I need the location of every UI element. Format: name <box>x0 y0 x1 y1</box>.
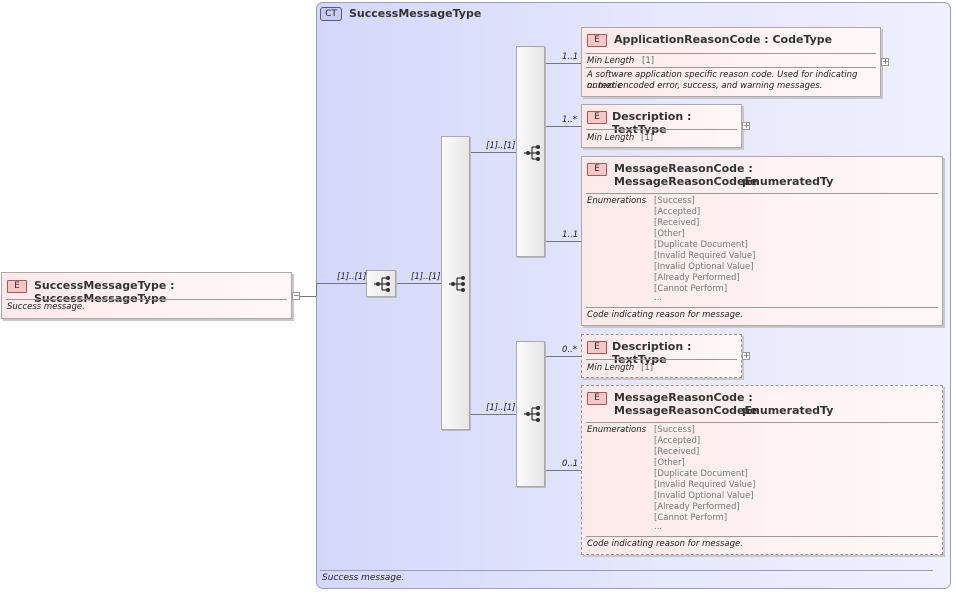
enumeration-value: [Success] <box>654 425 695 435</box>
root-element-doc: Success message. <box>7 302 85 312</box>
element-title-line2: pe <box>742 175 758 188</box>
facet-label: Min Length <box>587 56 635 66</box>
lower-sequence-compositor[interactable] <box>516 341 545 487</box>
upper-sequence-compositor[interactable] <box>516 46 545 257</box>
enumeration-value: [Invalid Required Value] <box>654 480 756 490</box>
element-badge: E <box>587 34 607 47</box>
facet-label: Enumerations <box>587 425 647 435</box>
connector-msg-reason2 <box>545 470 581 471</box>
enumeration-value: [Received] <box>654 218 700 228</box>
cardinality-msg-reason1: 1..1 <box>562 230 579 240</box>
element-doc: Code indicating reason for message. <box>587 539 743 549</box>
enumeration-value: [Duplicate Document] <box>654 469 748 479</box>
cardinality-msg-reason2: 0..1 <box>562 459 579 469</box>
element-badge: E <box>587 341 607 354</box>
complex-type-badge: CT <box>320 7 342 21</box>
connector-msg-reason1 <box>545 241 581 242</box>
cardinality-description2: 0..* <box>562 345 578 355</box>
divider <box>586 359 737 360</box>
root-element-title: SuccessMessageType : SuccessMessageType <box>34 279 175 305</box>
enumeration-value: [Success] <box>654 196 695 206</box>
connector-app-reason <box>545 63 581 64</box>
connector-upper-seq <box>470 152 516 153</box>
expand-icon[interactable]: + <box>742 121 750 130</box>
element-doc-line2: or text encoded error, success, and warn… <box>587 81 823 91</box>
facet-value: [1] <box>641 363 654 373</box>
element-application-reason-code[interactable]: E ApplicationReasonCode : CodeType Min L… <box>581 27 881 97</box>
enumeration-value: [Invalid Required Value] <box>654 251 756 261</box>
connector-root <box>292 296 316 297</box>
sequence-icon <box>374 276 390 292</box>
divider <box>586 193 938 194</box>
connector-description2 <box>545 356 581 357</box>
element-description[interactable]: E Description : TextType Min Length [1] <box>581 104 742 148</box>
connector-description1 <box>545 126 581 127</box>
element-title-line1: MessageReasonCode : MessageReasonCodeEnu… <box>614 391 834 417</box>
enumeration-value: [Accepted] <box>654 436 701 446</box>
collapse-icon[interactable]: − <box>292 291 300 300</box>
enumeration-value: [Other] <box>654 458 685 468</box>
enumeration-value: [Already Performed] <box>654 273 740 283</box>
complex-type-title: SuccessMessageType <box>349 7 482 20</box>
cardinality-outer-seq: [1]..[1] <box>411 272 441 282</box>
root-element[interactable]: E SuccessMessageType : SuccessMessageTyp… <box>1 272 292 319</box>
enumeration-more: ... <box>654 293 663 303</box>
enumeration-more: ... <box>654 522 663 532</box>
cardinality-description1: 1..* <box>562 115 578 125</box>
element-title: ApplicationReasonCode : CodeType <box>614 33 833 46</box>
enumeration-value: [Already Performed] <box>654 502 740 512</box>
outer-sequence-compositor[interactable] <box>441 136 470 430</box>
element-badge: E <box>587 111 607 124</box>
connector-lower-seq <box>470 414 516 415</box>
element-description-optional[interactable]: E Description : TextType Min Length [1] <box>581 334 742 378</box>
enumeration-value: [Invalid Optional Value] <box>654 491 754 501</box>
facet-label: Min Length <box>587 133 635 143</box>
facet-value: [1] <box>641 133 654 143</box>
element-message-reason-code-optional[interactable]: E MessageReasonCode : MessageReasonCodeE… <box>581 385 943 555</box>
facet-value: [1] <box>642 56 655 66</box>
divider <box>586 53 876 54</box>
divider <box>6 299 287 300</box>
element-doc-line1: A software application specific reason c… <box>587 70 858 91</box>
divider <box>586 307 938 308</box>
cardinality-app-reason: 1..1 <box>562 52 579 62</box>
cardinality-root-seq: [1]..[1] <box>337 272 367 282</box>
complex-type-divider <box>320 570 933 571</box>
sequence-icon <box>524 406 540 422</box>
divider <box>586 129 737 130</box>
divider <box>586 536 938 537</box>
enumeration-value: [Received] <box>654 447 700 457</box>
expand-icon[interactable]: + <box>742 351 750 360</box>
enumeration-value: [Invalid Optional Value] <box>654 262 754 272</box>
divider <box>586 422 938 423</box>
cardinality-upper-seq: [1]..[1] <box>486 141 516 151</box>
enumeration-value: [Other] <box>654 229 685 239</box>
connector-root-vertical <box>316 283 317 296</box>
element-badge: E <box>587 392 607 405</box>
element-badge: E <box>7 280 27 293</box>
element-title-line1: MessageReasonCode : MessageReasonCodeEnu… <box>614 162 834 188</box>
sequence-icon <box>449 276 465 292</box>
cardinality-lower-seq: [1]..[1] <box>486 403 516 413</box>
element-title-line2: pe <box>742 404 758 417</box>
enumeration-value: [Cannot Perform] <box>654 513 728 523</box>
divider <box>586 67 876 68</box>
root-sequence-compositor[interactable] <box>366 270 396 297</box>
sequence-icon <box>524 145 540 161</box>
facet-label: Enumerations <box>587 196 647 206</box>
enumeration-value: [Cannot Perform] <box>654 284 728 294</box>
enumeration-value: [Duplicate Document] <box>654 240 748 250</box>
connector-root-seq-out <box>396 283 441 284</box>
element-badge: E <box>587 163 607 176</box>
connector-root-seq-in <box>316 283 366 284</box>
element-doc: Code indicating reason for message. <box>587 310 743 320</box>
enumeration-value: [Accepted] <box>654 207 701 217</box>
expand-icon[interactable]: + <box>881 57 889 66</box>
element-message-reason-code[interactable]: E MessageReasonCode : MessageReasonCodeE… <box>581 156 943 326</box>
complex-type-doc: Success message. <box>322 573 405 583</box>
facet-label: Min Length <box>587 363 635 373</box>
